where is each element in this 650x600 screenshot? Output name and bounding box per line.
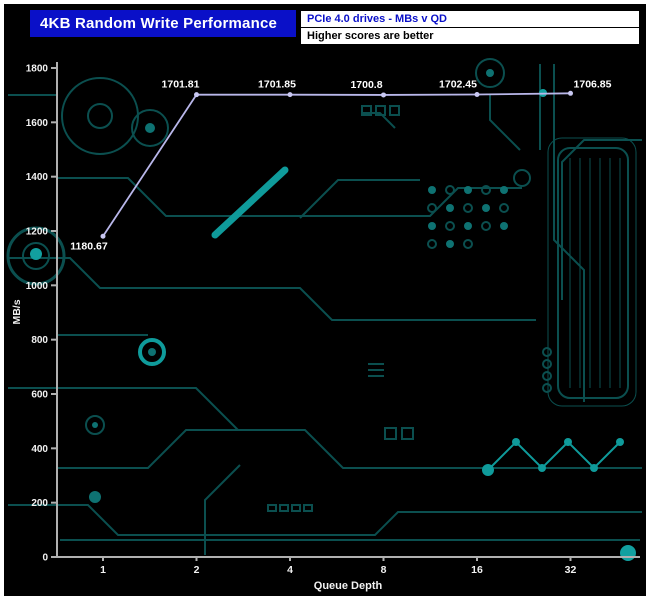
y-tick-label: 200: [31, 498, 48, 509]
y-tick-label: 0: [42, 553, 48, 564]
x-tick-label: 4: [287, 564, 293, 576]
data-point: [194, 92, 199, 98]
data-point-label: 1701.81: [162, 79, 200, 91]
circuit-pads: [89, 69, 508, 503]
data-point: [100, 233, 106, 239]
y-tick-label: 1000: [26, 281, 49, 292]
data-point: [287, 92, 293, 98]
x-axis-title: Queue Depth: [314, 580, 383, 592]
circuit-traces: [6, 58, 642, 555]
data-point: [381, 92, 386, 98]
data-point: [568, 90, 573, 96]
x-tick-label: 16: [471, 564, 483, 576]
data-point: [474, 92, 480, 98]
data-point-label: 1700.8: [350, 79, 382, 91]
y-tick-label: 600: [31, 390, 48, 401]
y-tick-label: 1600: [26, 118, 49, 129]
chart-subtitle: PCIe 4.0 drives - MBs v QD: [301, 11, 639, 28]
data-line: [102, 92, 571, 237]
y-axis-title: MB/s: [11, 299, 23, 324]
y-tick-label: 800: [31, 335, 48, 346]
x-tick-label: 32: [565, 564, 577, 576]
data-point-label: 1706.85: [574, 78, 612, 90]
chart-note: Higher scores are better: [307, 30, 434, 42]
y-tick-label: 1800: [26, 64, 49, 75]
chart-title: 4KB Random Write Performance: [30, 10, 296, 37]
x-tick-label: 2: [194, 564, 200, 576]
circuit-bright-elements: [30, 89, 636, 561]
data-point-label: 1702.45: [439, 79, 477, 91]
chart-subtitle-box: PCIe 4.0 drives - MBs v QD Higher scores…: [300, 10, 640, 45]
x-tick-label: 8: [381, 564, 387, 576]
y-tick-label: 400: [31, 444, 48, 455]
data-point-label: 1180.67: [70, 240, 108, 252]
x-tick-label: 1: [100, 564, 106, 576]
data-point-label: 1701.85: [258, 79, 296, 91]
y-tick-label: 1400: [26, 172, 49, 183]
y-tick-label: 1200: [26, 227, 49, 238]
